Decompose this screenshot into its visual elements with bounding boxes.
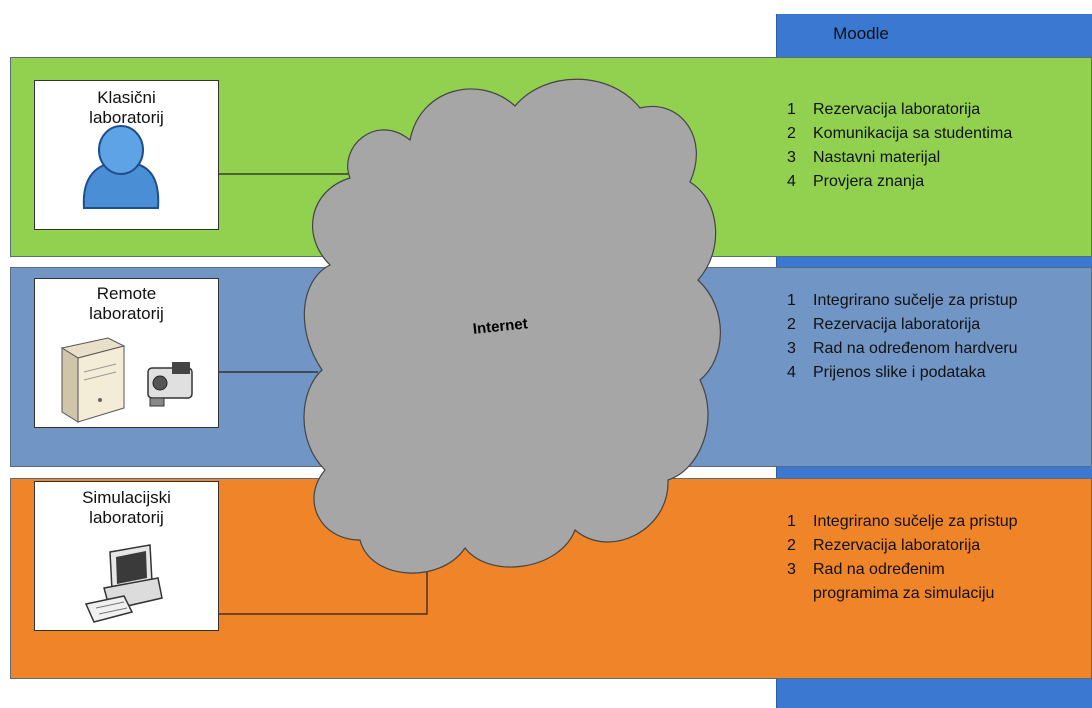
server-icon bbox=[60, 337, 126, 423]
remote-lab-title: Remote laboratorij bbox=[89, 284, 164, 323]
list-item-continuation: programima za simulaciju bbox=[813, 585, 995, 602]
moodle-title: Moodle bbox=[833, 24, 889, 43]
classic-lab-title: Klasični laboratorij bbox=[89, 88, 164, 127]
simulation-connector-line bbox=[219, 565, 428, 615]
computer-icon bbox=[84, 544, 163, 623]
user-icon bbox=[82, 125, 160, 209]
camera-icon bbox=[147, 362, 193, 407]
simulation-lab-title: Simulacijski laboratorij bbox=[82, 488, 171, 527]
internet-cloud-icon bbox=[303, 78, 721, 574]
